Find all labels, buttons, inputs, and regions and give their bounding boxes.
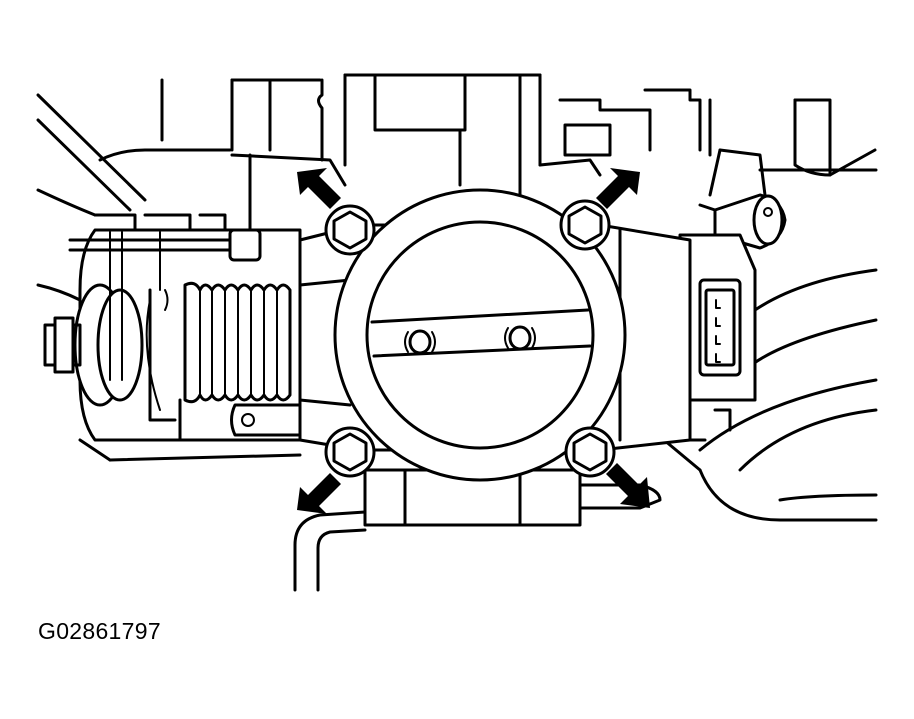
- throttle-plate: [370, 308, 592, 358]
- mounting-bolt-lower-right: [564, 426, 616, 478]
- throttle-linkage: [43, 213, 302, 462]
- throttle-bore: [333, 188, 627, 482]
- intake-manifold-outline: [36, 73, 878, 302]
- arrow-icon: [596, 168, 640, 209]
- arrow-icon: [297, 473, 341, 514]
- figure-code-label: G02861797: [38, 618, 161, 644]
- right-hose-outline: [638, 268, 878, 522]
- arrow-icon: [297, 168, 341, 209]
- throttle-position-sensor: [678, 233, 757, 442]
- mounting-bolt-upper-left: [324, 204, 376, 256]
- mounting-bolt-upper-right: [559, 199, 611, 251]
- vacuum-hose: [293, 510, 367, 592]
- mounting-bolt-lower-left: [324, 426, 376, 478]
- arrow-icon: [606, 463, 650, 508]
